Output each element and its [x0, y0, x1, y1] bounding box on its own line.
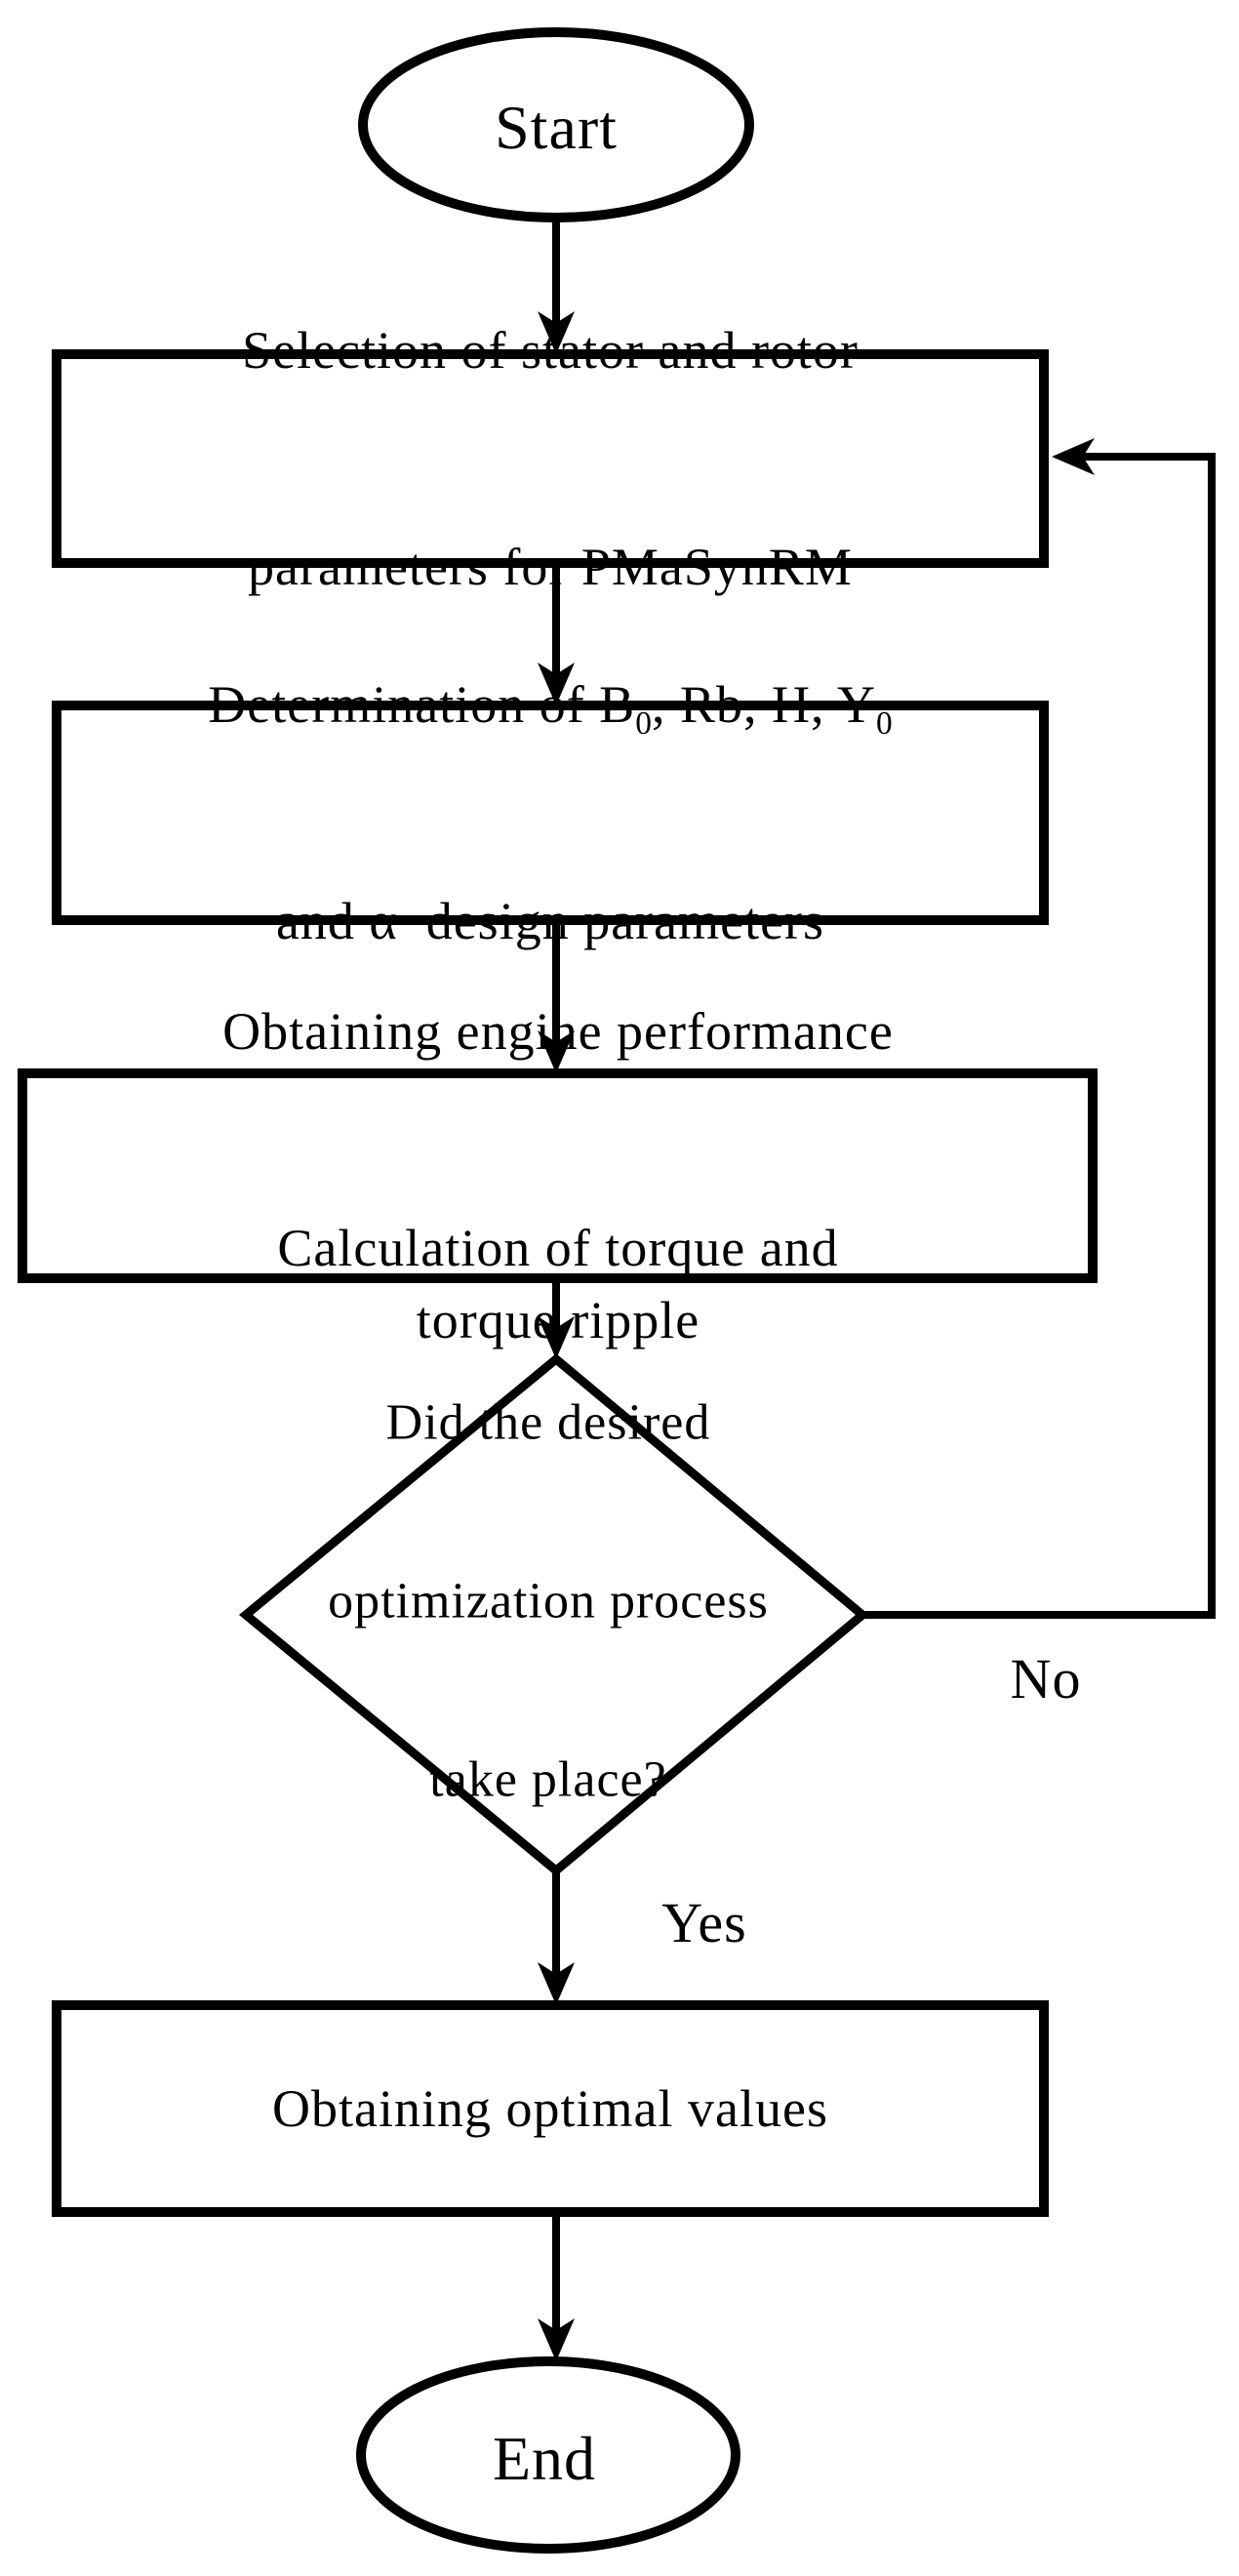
- selection-process-label: Selection of stator and rotor parameters…: [242, 170, 859, 747]
- arrow-selection-to-determination: [538, 563, 575, 705]
- performance-line-2: Calculation of torque and torque ripple: [277, 1219, 854, 1349]
- decision-label: Did the desired optimization process tak…: [328, 1274, 769, 1929]
- arrow-optimal-to-end: [538, 2212, 575, 2361]
- no-branch-label: No: [1010, 1647, 1082, 1711]
- no-feedback-edge: [862, 438, 1216, 1619]
- arrow-start-to-selection: [538, 218, 575, 354]
- decision-line-3: take place?: [429, 1751, 667, 1808]
- performance-line-1: Obtaining engine performance: [222, 1002, 894, 1061]
- arrow-determination-to-performance: [538, 920, 575, 1073]
- determination-line-2: and α design parameters: [275, 892, 825, 950]
- decision-line-2: optimization process: [328, 1573, 769, 1630]
- determination-process-label: Determination of B0, Rb, H, Y0 and α des…: [208, 524, 892, 1102]
- end-label: End: [492, 2423, 597, 2493]
- b-subscript: 0: [635, 704, 652, 742]
- start-label: Start: [495, 92, 618, 162]
- y-subscript: 0: [875, 704, 893, 742]
- determination-process-shape: [52, 701, 1049, 925]
- yes-branch-label: Yes: [661, 1891, 747, 1955]
- selection-line-1: Selection of stator and rotor: [242, 321, 859, 380]
- determination-line-1: Determination of B0, Rb, H, Y0: [208, 675, 893, 742]
- end-terminator-shape: [356, 2356, 740, 2554]
- performance-process-label: Obtaining engine performance Calculation…: [218, 851, 899, 1501]
- optimal-process-label: Obtaining optimal values: [272, 2079, 828, 2138]
- decision-line-1: Did the desired: [385, 1394, 711, 1451]
- selection-process-shape: [52, 349, 1049, 568]
- arrow-decision-to-optimal: [538, 1871, 575, 2005]
- arrow-performance-to-decision: [538, 1278, 575, 1359]
- optimal-process-shape: [52, 2000, 1049, 2217]
- selection-line-2: parameters for PMaSynRM: [248, 538, 853, 596]
